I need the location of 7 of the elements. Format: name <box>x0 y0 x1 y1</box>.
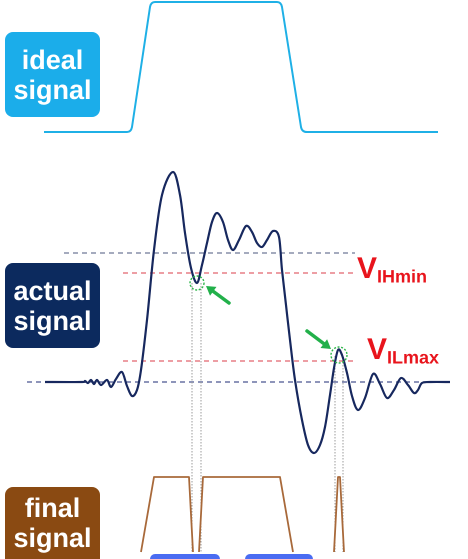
rounded-block <box>150 554 220 559</box>
rounded-block <box>245 554 313 559</box>
signal-label: ideal signal <box>5 32 100 117</box>
voltage-label: V$_{IHmin}$ <box>357 254 428 284</box>
signal-label: final signal <box>5 487 100 559</box>
voltage-label: V$_{ILmax}$ <box>367 335 440 365</box>
signal-label: actual signal <box>5 263 100 348</box>
